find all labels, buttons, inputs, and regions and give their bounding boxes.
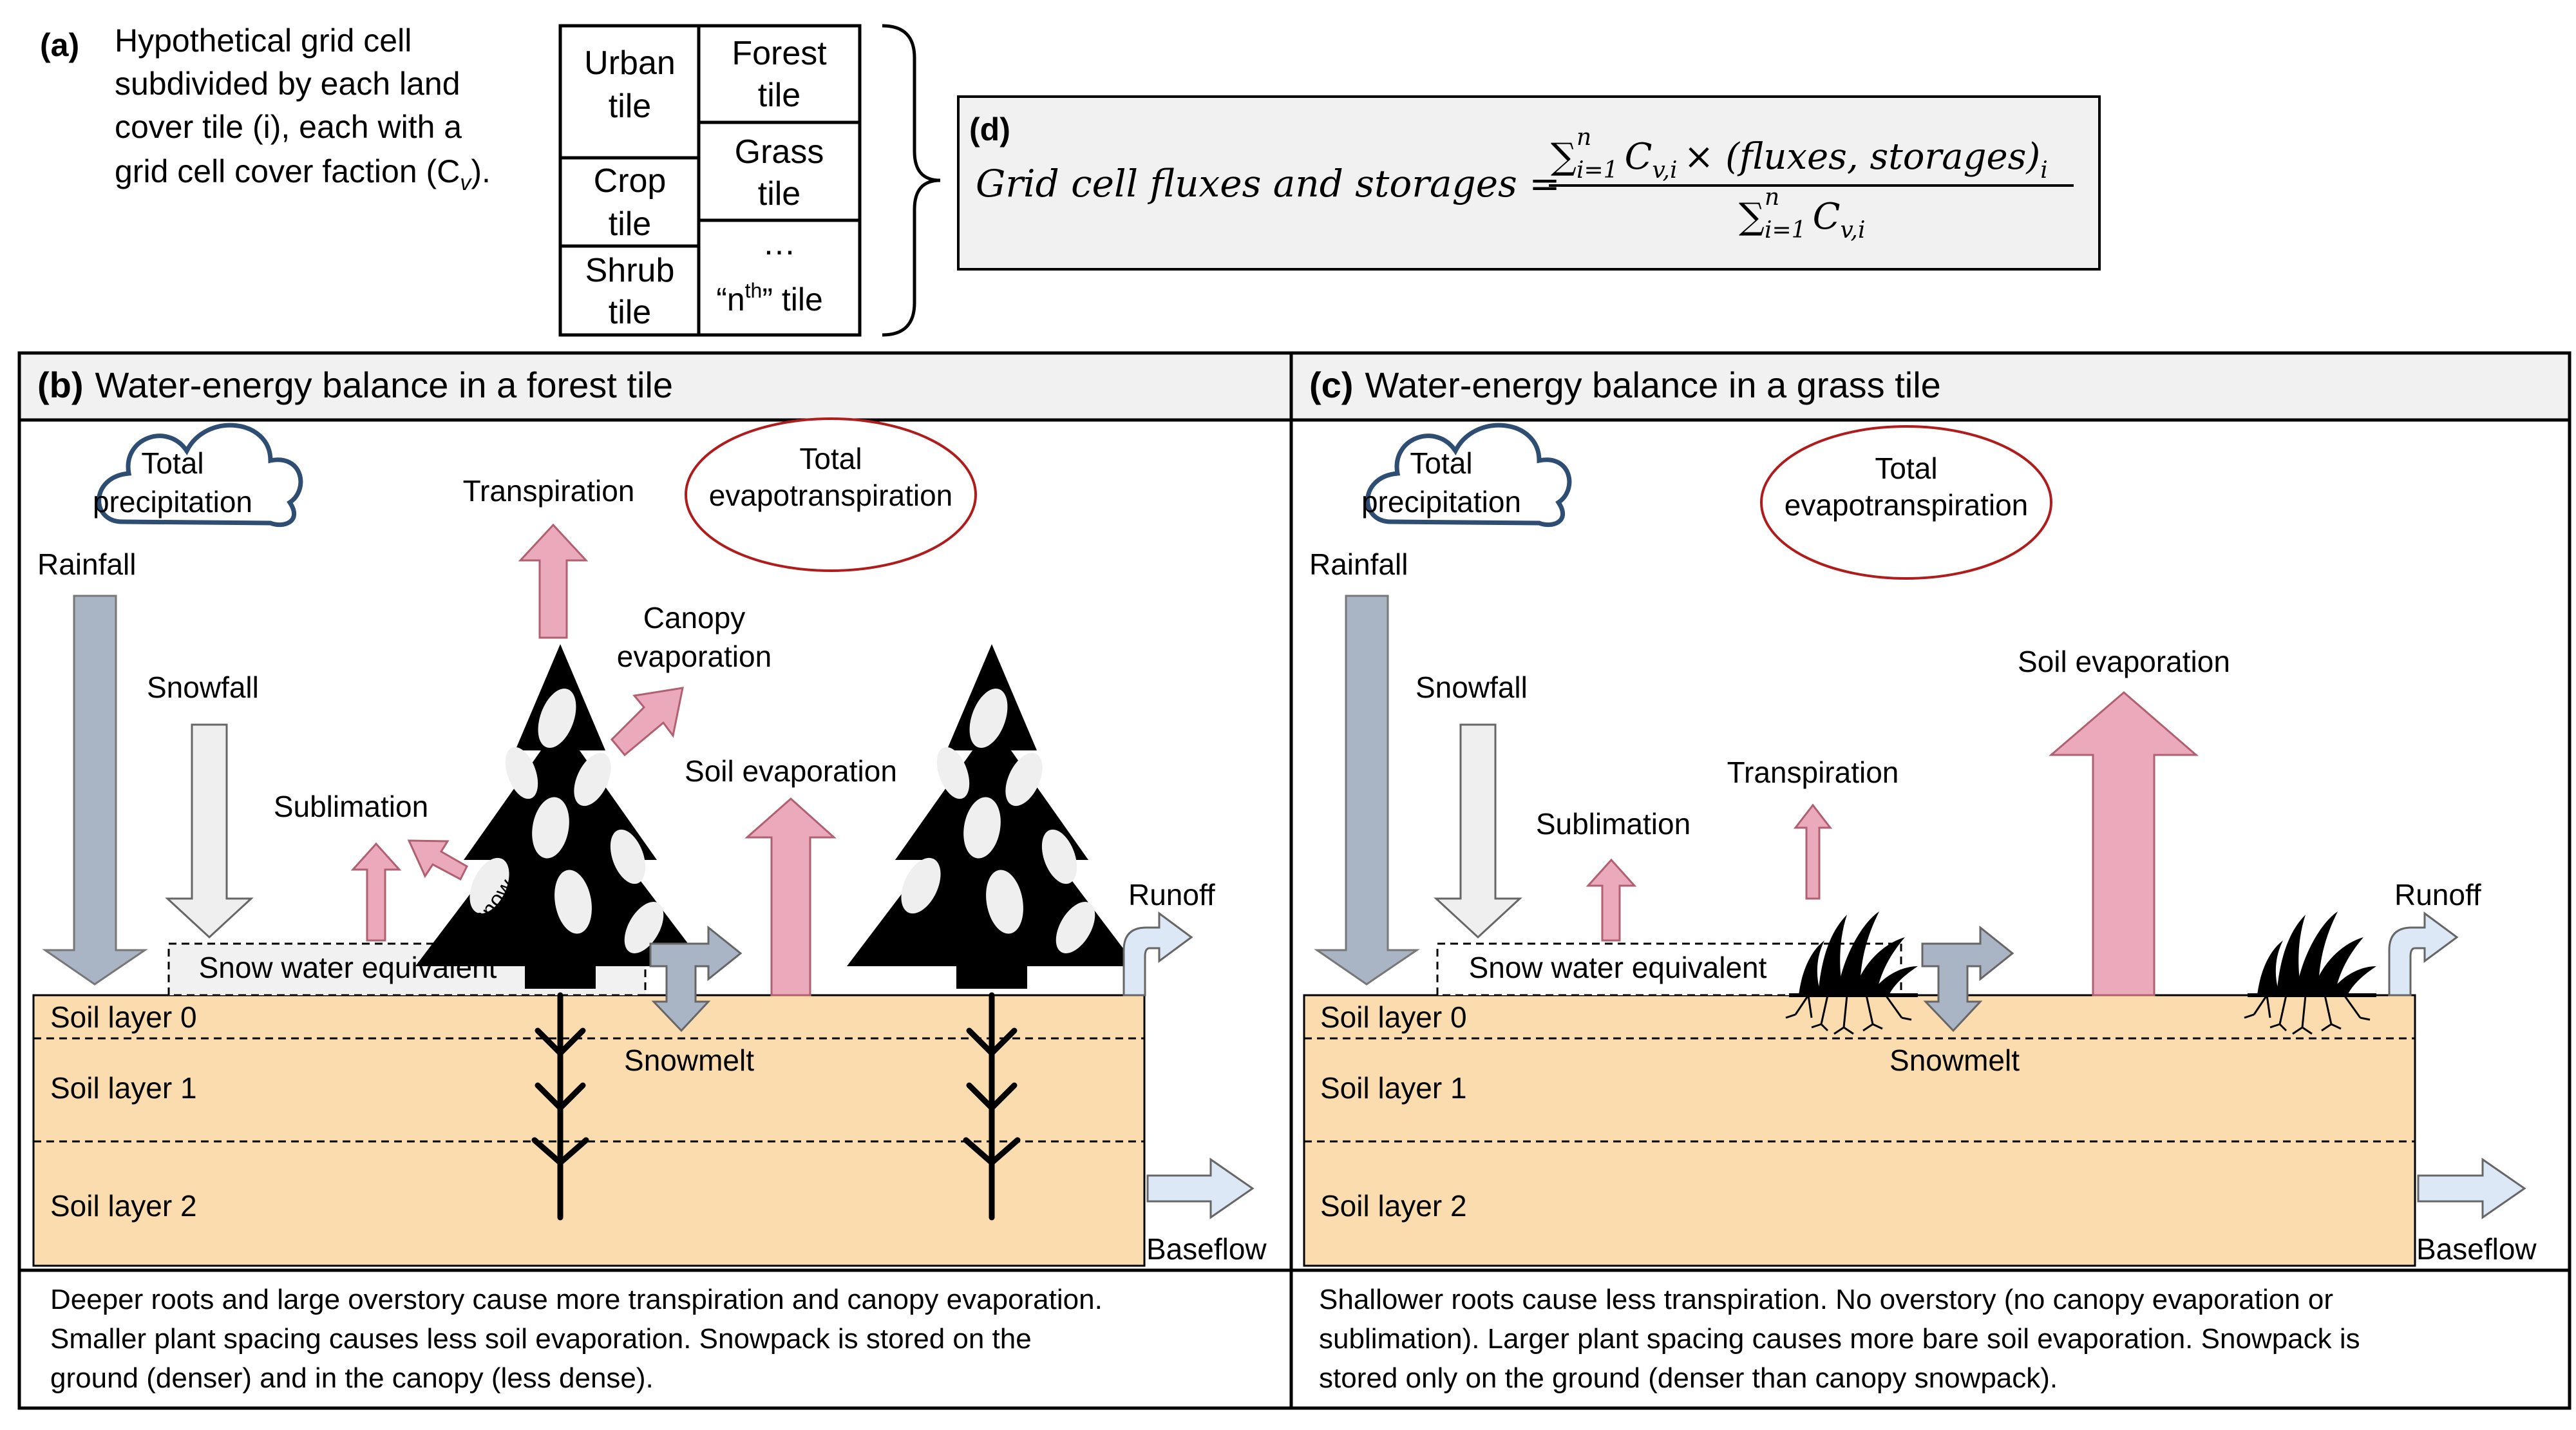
caption-b-1: Deeper roots and large overstory cause m… bbox=[50, 1284, 1103, 1315]
formula-num-limit-top: n bbox=[1577, 124, 1591, 151]
transpiration-label-c: Transpiration bbox=[1727, 756, 1899, 789]
rainfall-label-b: Rainfall bbox=[37, 548, 136, 581]
cloud-icon bbox=[97, 423, 303, 528]
tile-urban-1: Urban bbox=[584, 44, 676, 82]
soil-block-c bbox=[1303, 994, 2416, 1267]
canopy-evap-label-2-b: evaporation bbox=[617, 640, 772, 673]
snowmelt-label-b: Snowmelt bbox=[624, 1044, 754, 1077]
caption-b-2: Smaller plant spacing causes less soil e… bbox=[50, 1323, 1032, 1355]
tile-forest-2: tile bbox=[758, 77, 800, 114]
panel-d-tag: (d) bbox=[969, 111, 1010, 148]
cloud-text-2-c: precipitation bbox=[1361, 485, 1521, 519]
et-text-1-b: Total bbox=[799, 442, 862, 475]
snowfall-label-b: Snowfall bbox=[147, 671, 259, 704]
tile-grid: Urban tile Forest tile Crop tile Grass t… bbox=[558, 24, 862, 337]
baseflow-arrow-b bbox=[1146, 1158, 1255, 1219]
soil-evap-arrow-b bbox=[744, 797, 837, 996]
snowmelt-arrow-c bbox=[1921, 925, 2014, 1033]
tile-shrub-1: Shrub bbox=[585, 252, 675, 289]
panel-c: (c)Water-energy balance in a grass tile … bbox=[1303, 365, 2537, 1394]
cloud-text-2-b: precipitation bbox=[93, 485, 252, 519]
sublimation-arrow-b bbox=[350, 842, 402, 942]
tile-nth: “nth” tile bbox=[716, 279, 823, 318]
tile-shrub-2: tile bbox=[609, 294, 651, 331]
cloud-text-1-c: Total bbox=[1410, 446, 1472, 480]
panel-a-line-4: grid cell cover faction (Cv). bbox=[115, 153, 491, 195]
transpiration-arrow-c bbox=[1793, 803, 1833, 900]
cloud-text-1-b: Total bbox=[141, 446, 204, 480]
panel-b-title: (b)Water-energy balance in a forest tile bbox=[37, 365, 673, 405]
runoff-arrow-b bbox=[1122, 911, 1193, 996]
tile-crop-1: Crop bbox=[594, 162, 667, 200]
caption-b-3: ground (denser) and in the canopy (less … bbox=[50, 1362, 654, 1394]
soil-layer-1-c: Soil layer 1 bbox=[1320, 1071, 1467, 1105]
tile-grass-1: Grass bbox=[735, 133, 824, 171]
formula-lhs: Grid cell fluxes and storages = bbox=[976, 162, 1560, 205]
tile-crop-2: tile bbox=[609, 205, 651, 243]
et-text-2-c: evapotranspiration bbox=[1785, 488, 2028, 522]
runoff-label-b: Runoff bbox=[1128, 878, 1215, 911]
panel-b: (b)Water-energy balance in a forest tile… bbox=[32, 365, 1267, 1394]
transpiration-arrow-b bbox=[518, 523, 589, 639]
panel-d: (d) Grid cell fluxes and storages = ∑i=1… bbox=[957, 95, 2101, 271]
et-text-2-b: evapotranspiration bbox=[709, 479, 952, 512]
sublimation-label-b: Sublimation bbox=[274, 790, 428, 823]
caption-c-3: stored only on the ground (denser than c… bbox=[1319, 1362, 2058, 1394]
soil-block-b bbox=[32, 994, 1146, 1267]
tile-urban-2: tile bbox=[609, 88, 651, 125]
et-ellipse-c bbox=[1760, 425, 2052, 580]
et-ellipse-b bbox=[685, 417, 977, 572]
rainfall-arrow-b bbox=[42, 595, 148, 986]
panel-c-title: (c)Water-energy balance in a grass tile bbox=[1309, 365, 1941, 405]
panel-a-line-2: subdivided by each land bbox=[115, 66, 460, 102]
sublimation-label-c: Sublimation bbox=[1536, 807, 1690, 841]
grid-brace bbox=[882, 24, 941, 337]
snowmelt-arrow-b bbox=[649, 925, 743, 1033]
runoff-arrow-c bbox=[2388, 911, 2459, 996]
panel-a-tag: (a) bbox=[40, 27, 79, 63]
panel-a-line-1: Hypothetical grid cell bbox=[115, 23, 412, 59]
snowmelt-label-c: Snowmelt bbox=[1889, 1044, 2020, 1077]
caption-c-1: Shallower roots cause less transpiration… bbox=[1319, 1284, 2333, 1315]
roots-1 bbox=[531, 992, 589, 1221]
soil-layer-2-b: Soil layer 2 bbox=[50, 1189, 197, 1223]
sublimation-canopy-arrow-b bbox=[407, 839, 468, 881]
caption-c-2: sublimation). Larger plant spacing cause… bbox=[1319, 1323, 2360, 1355]
canopy-evap-label-1-b: Canopy bbox=[643, 601, 746, 634]
soil-layer-0-b: Soil layer 0 bbox=[50, 1000, 197, 1034]
swe-label-c: Snow water equivalent bbox=[1469, 951, 1767, 984]
baseflow-label-c: Baseflow bbox=[2416, 1232, 2537, 1266]
snowfall-arrow-c bbox=[1434, 723, 1522, 939]
soil-layer-1-b: Soil layer 1 bbox=[50, 1071, 197, 1105]
tile-ellipsis: … bbox=[762, 225, 796, 262]
tile-grass-2: tile bbox=[758, 175, 800, 213]
transpiration-label-b: Transpiration bbox=[463, 474, 635, 508]
rainfall-label-c: Rainfall bbox=[1309, 548, 1408, 581]
panel-a: (a) Hypothetical grid cell subdivided by… bbox=[40, 23, 941, 337]
snowfall-label-c: Snowfall bbox=[1416, 671, 1528, 704]
et-text-1-c: Total bbox=[1875, 452, 1937, 485]
soil-evap-arrow-c bbox=[2048, 691, 2199, 996]
runoff-label-c: Runoff bbox=[2394, 878, 2481, 911]
formula-den-limit-top: n bbox=[1765, 184, 1779, 211]
tile-forest-1: Forest bbox=[732, 35, 827, 72]
soil-layer-0-c: Soil layer 0 bbox=[1320, 1000, 1467, 1034]
canopy-evap-arrow-b bbox=[610, 687, 684, 757]
cloud-icon-c bbox=[1365, 423, 1572, 528]
rainfall-arrow-c bbox=[1314, 595, 1420, 986]
soil-evap-label-b: Soil evaporation bbox=[685, 754, 897, 788]
snowfall-arrow-b bbox=[165, 723, 254, 939]
baseflow-arrow-c bbox=[2417, 1158, 2526, 1219]
sublimation-arrow-c bbox=[1586, 858, 1637, 942]
panel-a-line-3: cover tile (i), each with a bbox=[115, 109, 462, 145]
soil-layer-2-c: Soil layer 2 bbox=[1320, 1189, 1467, 1223]
roots-2 bbox=[963, 992, 1021, 1221]
soil-evap-label-c: Soil evaporation bbox=[2018, 645, 2230, 678]
baseflow-label-b: Baseflow bbox=[1146, 1232, 1267, 1266]
